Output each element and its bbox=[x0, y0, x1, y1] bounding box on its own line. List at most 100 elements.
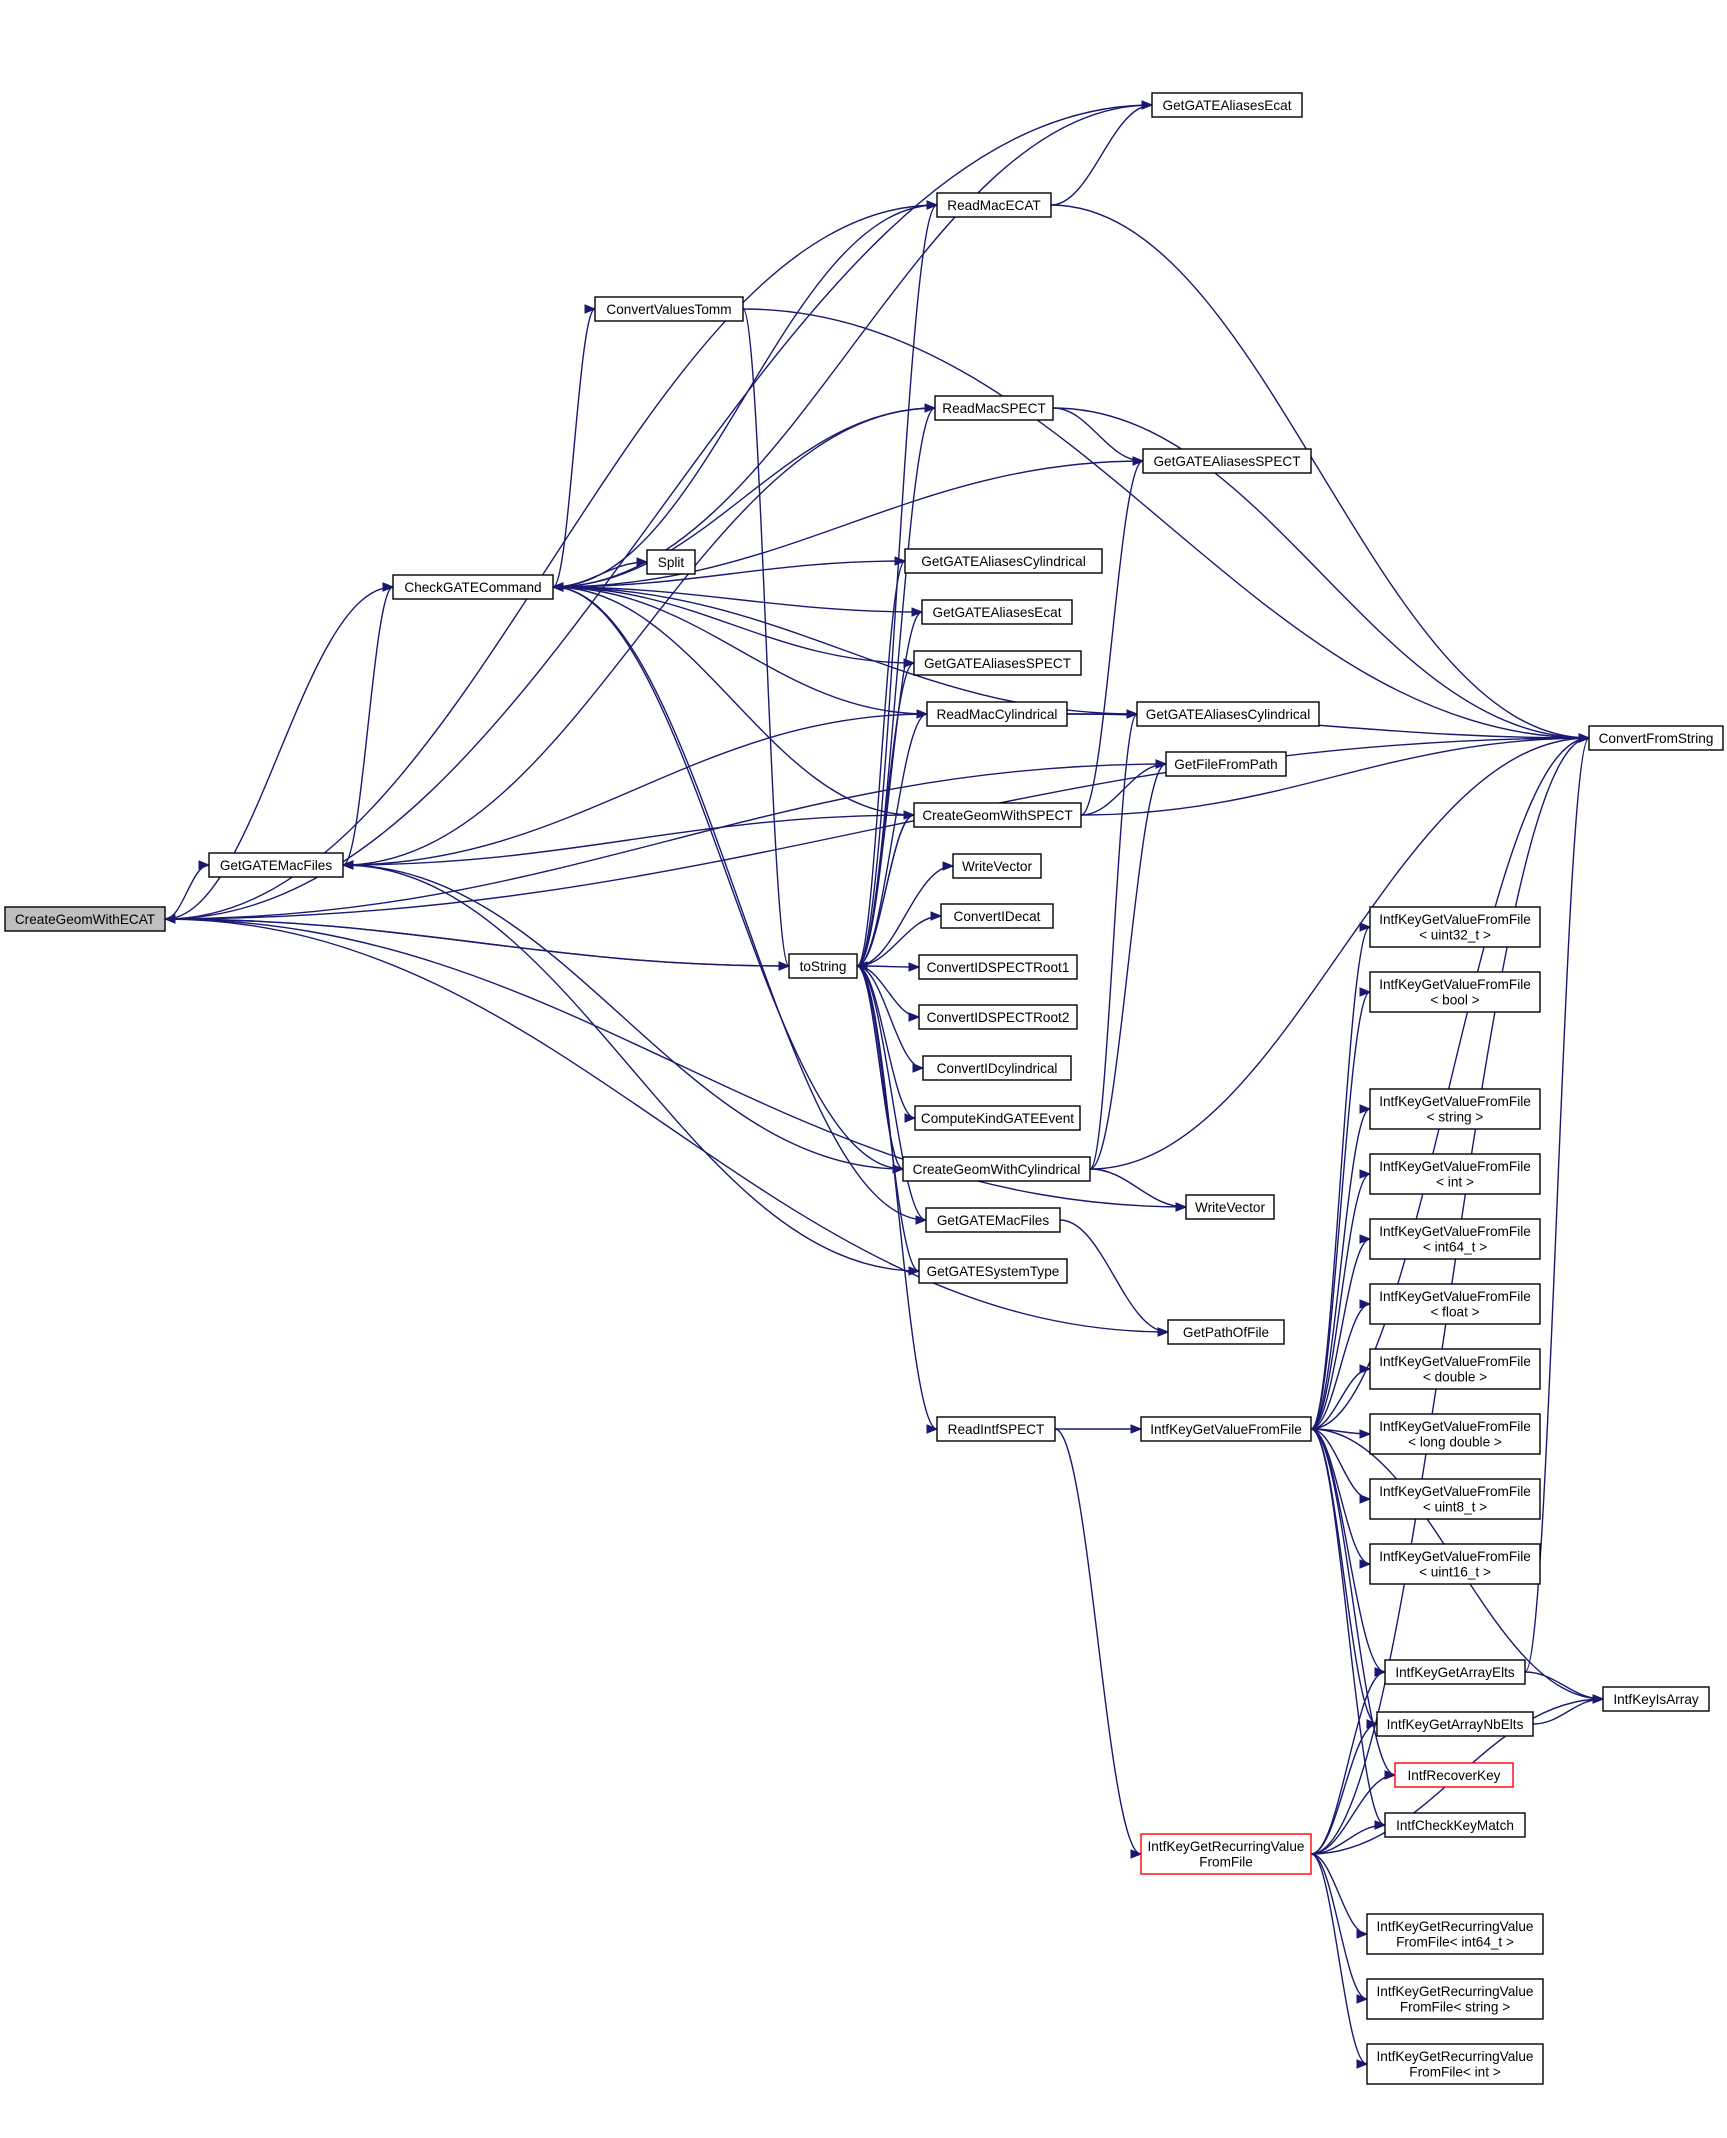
node-convertidecat[interactable]: ConvertIDecat bbox=[940, 903, 1054, 929]
node-label: ConvertIDSPECTRoot1 bbox=[927, 960, 1070, 975]
node-convertidspectroot2[interactable]: ConvertIDSPECTRoot2 bbox=[918, 1004, 1078, 1030]
node-ikgv-longdouble[interactable]: IntfKeyGetValueFromFile< long double > bbox=[1369, 1413, 1541, 1455]
node-label: IntfKeyGetArrayNbElts bbox=[1387, 1717, 1524, 1732]
node-tostring[interactable]: toString bbox=[788, 953, 858, 979]
call-edge-readmacecat-to-convertfromstring bbox=[1050, 204, 1591, 743]
node-getgatealiasescylindrical-b[interactable]: GetGATEAliasesCylindrical bbox=[1136, 701, 1320, 727]
node-creategeomwithcylindrical[interactable]: CreateGeomWithCylindrical bbox=[902, 1156, 1091, 1182]
node-creategeomwithspect[interactable]: CreateGeomWithSPECT bbox=[913, 802, 1082, 828]
node-ikgv-uint16[interactable]: IntfKeyGetValueFromFile< uint16_t > bbox=[1369, 1543, 1541, 1585]
node-intfcheckkeymatch[interactable]: IntfCheckKeyMatch bbox=[1384, 1812, 1526, 1838]
call-edge-readmacspect-to-checkgatecommand bbox=[551, 407, 936, 592]
node-getgatealiasescylindrical-a[interactable]: GetGATEAliasesCylindrical bbox=[904, 548, 1103, 574]
call-edge-tostring-to-getgatealiasescylindrical-a bbox=[856, 556, 907, 967]
node-intfrecoverkey[interactable]: IntfRecoverKey bbox=[1394, 1762, 1514, 1788]
node-label: GetGATEAliasesCylindrical bbox=[1146, 707, 1310, 722]
node-label: IntfRecoverKey bbox=[1408, 1768, 1501, 1783]
call-edge-tostring-to-convertidecat bbox=[856, 911, 943, 967]
call-edge-getgatesystemtype-to-getgatemacfiles-a bbox=[341, 860, 920, 1272]
node-convertidspectroot1[interactable]: ConvertIDSPECTRoot1 bbox=[918, 954, 1078, 980]
node-checkgatecommand[interactable]: CheckGATECommand bbox=[392, 574, 554, 600]
node-label: < string > bbox=[1427, 1110, 1484, 1125]
node-label: toString bbox=[800, 959, 847, 974]
node-ikgv-uint32[interactable]: IntfKeyGetValueFromFile< uint32_t > bbox=[1369, 906, 1541, 948]
node-ikgv-uint8[interactable]: IntfKeyGetValueFromFile< uint8_t > bbox=[1369, 1478, 1541, 1520]
node-intfkeygetarrayelts[interactable]: IntfKeyGetArrayElts bbox=[1384, 1659, 1526, 1685]
node-ikgv-int[interactable]: IntfKeyGetValueFromFile< int > bbox=[1369, 1153, 1541, 1195]
node-getgatemacfiles-a[interactable]: GetGATEMacFiles bbox=[208, 852, 344, 878]
node-label: ReadMacCylindrical bbox=[937, 707, 1058, 722]
call-edge-intfkeygetvaluefromfile-to-convertfromstring bbox=[1310, 733, 1591, 1430]
node-label: < long double > bbox=[1408, 1435, 1502, 1450]
call-edge-tostring-to-convertidspectroot2 bbox=[856, 965, 921, 1022]
node-readmaccylindrical[interactable]: ReadMacCylindrical bbox=[926, 701, 1068, 727]
node-label: GetGATEAliasesSPECT bbox=[1153, 454, 1300, 469]
node-convertfromstring[interactable]: ConvertFromString bbox=[1588, 725, 1724, 751]
node-readintfspect[interactable]: ReadIntfSPECT bbox=[936, 1416, 1056, 1442]
node-label: ReadIntfSPECT bbox=[948, 1422, 1045, 1437]
node-split[interactable]: Split bbox=[646, 549, 696, 575]
call-edge-convertvaluestomm-to-tostring bbox=[742, 308, 791, 971]
node-readmacspect[interactable]: ReadMacSPECT bbox=[934, 395, 1054, 421]
node-creategeomwithecat[interactable]: CreateGeomWithECAT bbox=[4, 906, 166, 932]
node-writevector-a[interactable]: WriteVector bbox=[952, 853, 1042, 879]
call-edge-readmacecat-to-getgatealiasesecat-top bbox=[1050, 100, 1154, 206]
node-ikgv-float[interactable]: IntfKeyGetValueFromFile< float > bbox=[1369, 1283, 1541, 1325]
node-label: FromFile< string > bbox=[1400, 2000, 1510, 2015]
node-getpathoffile[interactable]: GetPathOfFile bbox=[1167, 1319, 1285, 1345]
node-getgatealiasesspect-top[interactable]: GetGATEAliasesSPECT bbox=[1142, 448, 1312, 474]
node-label: < int64_t > bbox=[1423, 1240, 1487, 1255]
node-label: IntfKeyGetRecurringValue bbox=[1148, 1839, 1305, 1854]
node-label: GetGATEAliasesEcat bbox=[933, 605, 1062, 620]
node-label: GetGATEAliasesEcat bbox=[1163, 98, 1292, 113]
call-edge-readintfspect-to-ikgrv bbox=[1054, 1428, 1143, 1859]
node-label: FromFile< int64_t > bbox=[1396, 1935, 1514, 1950]
node-ikgv-double[interactable]: IntfKeyGetValueFromFile< double > bbox=[1369, 1348, 1541, 1390]
node-getfilefrompath[interactable]: GetFileFromPath bbox=[1165, 751, 1287, 777]
call-edge-tostring-to-convertidspectroot1 bbox=[856, 962, 921, 972]
node-label: GetFileFromPath bbox=[1174, 757, 1278, 772]
call-edge-ikgrv-to-ikgrv-string bbox=[1310, 1853, 1369, 2004]
node-getgatesystemtype[interactable]: GetGATESystemType bbox=[918, 1258, 1068, 1284]
node-ikgv-bool[interactable]: IntfKeyGetValueFromFile< bool > bbox=[1369, 971, 1541, 1013]
node-getgatealiasesecat-b[interactable]: GetGATEAliasesEcat bbox=[921, 599, 1073, 625]
node-getgatealiasesspect-b[interactable]: GetGATEAliasesSPECT bbox=[913, 650, 1082, 676]
node-label: IntfKeyGetValueFromFile bbox=[1379, 1484, 1531, 1499]
call-edge-readmacspect-to-getgatealiasesspect-top bbox=[1052, 407, 1145, 466]
call-edge-getgatemacfiles-a-to-checkgatecommand bbox=[342, 582, 395, 866]
call-edge-getgatealiasesspect-b-to-checkgatecommand bbox=[551, 582, 915, 664]
call-edge-tostring-to-creategeomwithspect bbox=[856, 810, 916, 967]
node-convertvaluestomm[interactable]: ConvertValuesTomm bbox=[594, 296, 744, 322]
node-intfkeygetvaluefromfile[interactable]: IntfKeyGetValueFromFile bbox=[1140, 1416, 1312, 1442]
node-label: WriteVector bbox=[1195, 1200, 1265, 1215]
node-intfkeyisarray[interactable]: IntfKeyIsArray bbox=[1602, 1686, 1710, 1712]
node-label: GetGATESystemType bbox=[927, 1264, 1060, 1279]
call-edge-getgatealiasesecat-b-to-checkgatecommand bbox=[551, 582, 923, 613]
call-edge-tostring-to-convertidcylindrical bbox=[856, 965, 925, 1073]
node-ikgv-int64[interactable]: IntfKeyGetValueFromFile< int64_t > bbox=[1369, 1218, 1541, 1260]
node-label: GetGATEAliasesCylindrical bbox=[921, 554, 1085, 569]
node-computekindgateevent[interactable]: ComputeKindGATEEvent bbox=[914, 1105, 1081, 1131]
node-ikgv-string[interactable]: IntfKeyGetValueFromFile< string > bbox=[1369, 1088, 1541, 1130]
node-getgatemacfiles-b[interactable]: GetGATEMacFiles bbox=[925, 1207, 1061, 1233]
call-edge-getgatealiasescylindrical-a-to-checkgatecommand bbox=[551, 560, 906, 592]
node-readmacecat[interactable]: ReadMacECAT bbox=[936, 192, 1052, 218]
node-label: ConvertFromString bbox=[1599, 731, 1714, 746]
node-convertidcylindrical[interactable]: ConvertIDcylindrical bbox=[922, 1055, 1072, 1081]
call-edge-intfkeygetvaluefromfile-to-intfkeygetarraynbelts bbox=[1310, 1428, 1379, 1729]
call-edge-creategeomwithecat-to-getgatealiasesecat-top bbox=[164, 100, 1154, 920]
call-edge-convertvaluestomm-to-convertfromstring bbox=[742, 308, 1591, 743]
node-writevector-b[interactable]: WriteVector bbox=[1185, 1194, 1275, 1220]
node-label: ReadMacSPECT bbox=[942, 401, 1046, 416]
node-label: IntfKeyGetValueFromFile bbox=[1379, 1094, 1531, 1109]
call-edge-tostring-to-readmacspect bbox=[856, 403, 937, 967]
call-edge-intfkeygetarrayelts-to-convertfromstring bbox=[1524, 733, 1591, 1673]
node-label: FromFile< int > bbox=[1409, 2065, 1500, 2080]
node-getgatealiasesecat-top[interactable]: GetGATEAliasesEcat bbox=[1151, 92, 1303, 118]
call-edge-intfkeygetvaluefromfile-to-ikgv-bool bbox=[1310, 987, 1372, 1430]
node-intfkeygetarraynbelts[interactable]: IntfKeyGetArrayNbElts bbox=[1376, 1711, 1534, 1737]
